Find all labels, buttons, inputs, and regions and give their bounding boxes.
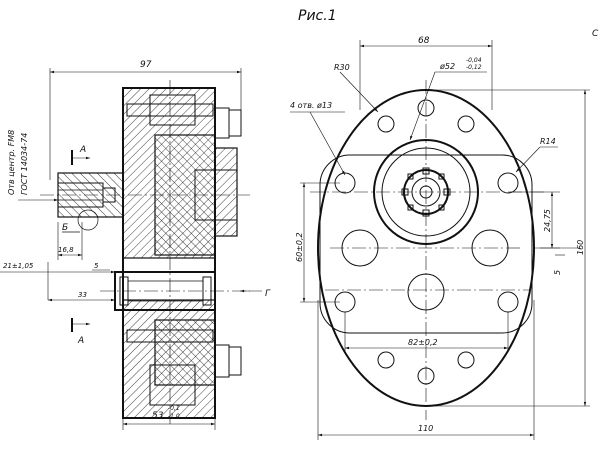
dim-dia52-tol-up: -0,04: [466, 57, 482, 64]
mount-hole-br: [457, 351, 475, 369]
dim-60: 60±0,2: [295, 232, 304, 262]
dim-16-8: 16,8: [58, 246, 74, 254]
dim-53-tol-dn: -1,0: [168, 413, 180, 420]
dim-53: 53: [152, 411, 164, 421]
dim-dia52-tol-dn: -0,12: [466, 64, 482, 71]
dim-5-left: 5: [94, 262, 99, 270]
mount-hole-tl: [377, 115, 395, 133]
dim-24-75: 24,75: [543, 209, 552, 232]
section-label-a-bottom: А: [77, 336, 84, 346]
dim-160: 160: [576, 240, 585, 255]
dim-53-tol-up: -0,1: [168, 405, 180, 412]
view-label-g: Г: [265, 289, 271, 299]
dim-5-right: 5: [553, 270, 562, 275]
corner-mark: C: [592, 29, 599, 39]
dim-110: 110: [418, 424, 433, 433]
dim-r30: R30: [334, 63, 350, 72]
dim-4-holes: 4 отв. ø13: [290, 101, 332, 110]
section-view: 97 Отв центр. FМ8 ГОСТ 14034-74 А А Б 16…: [0, 60, 271, 430]
dim-dia52: ø52: [439, 62, 455, 71]
gear-driven: [154, 319, 216, 386]
mount-hole-bl: [377, 351, 395, 369]
figure-title: Рис.1: [298, 8, 337, 24]
note-line1: Отв центр. FМ8: [7, 130, 16, 195]
front-view: Рис.1 C: [290, 8, 599, 440]
dim-82: 82±0,2: [408, 338, 438, 347]
dim-97: 97: [140, 60, 152, 70]
mount-hole-tr: [457, 115, 475, 133]
dim-33: 33: [78, 291, 87, 299]
dim-r14: R14: [540, 137, 556, 146]
flange-hole-right: [497, 172, 519, 194]
note-line2: ГОСТ 14034-74: [20, 133, 29, 195]
dim-21: 21±1,05: [3, 262, 34, 270]
section-label-a-top: А: [79, 145, 86, 155]
dim-68: 68: [418, 36, 430, 46]
detail-label-b: Б: [62, 223, 68, 233]
flange-right: [214, 147, 238, 237]
